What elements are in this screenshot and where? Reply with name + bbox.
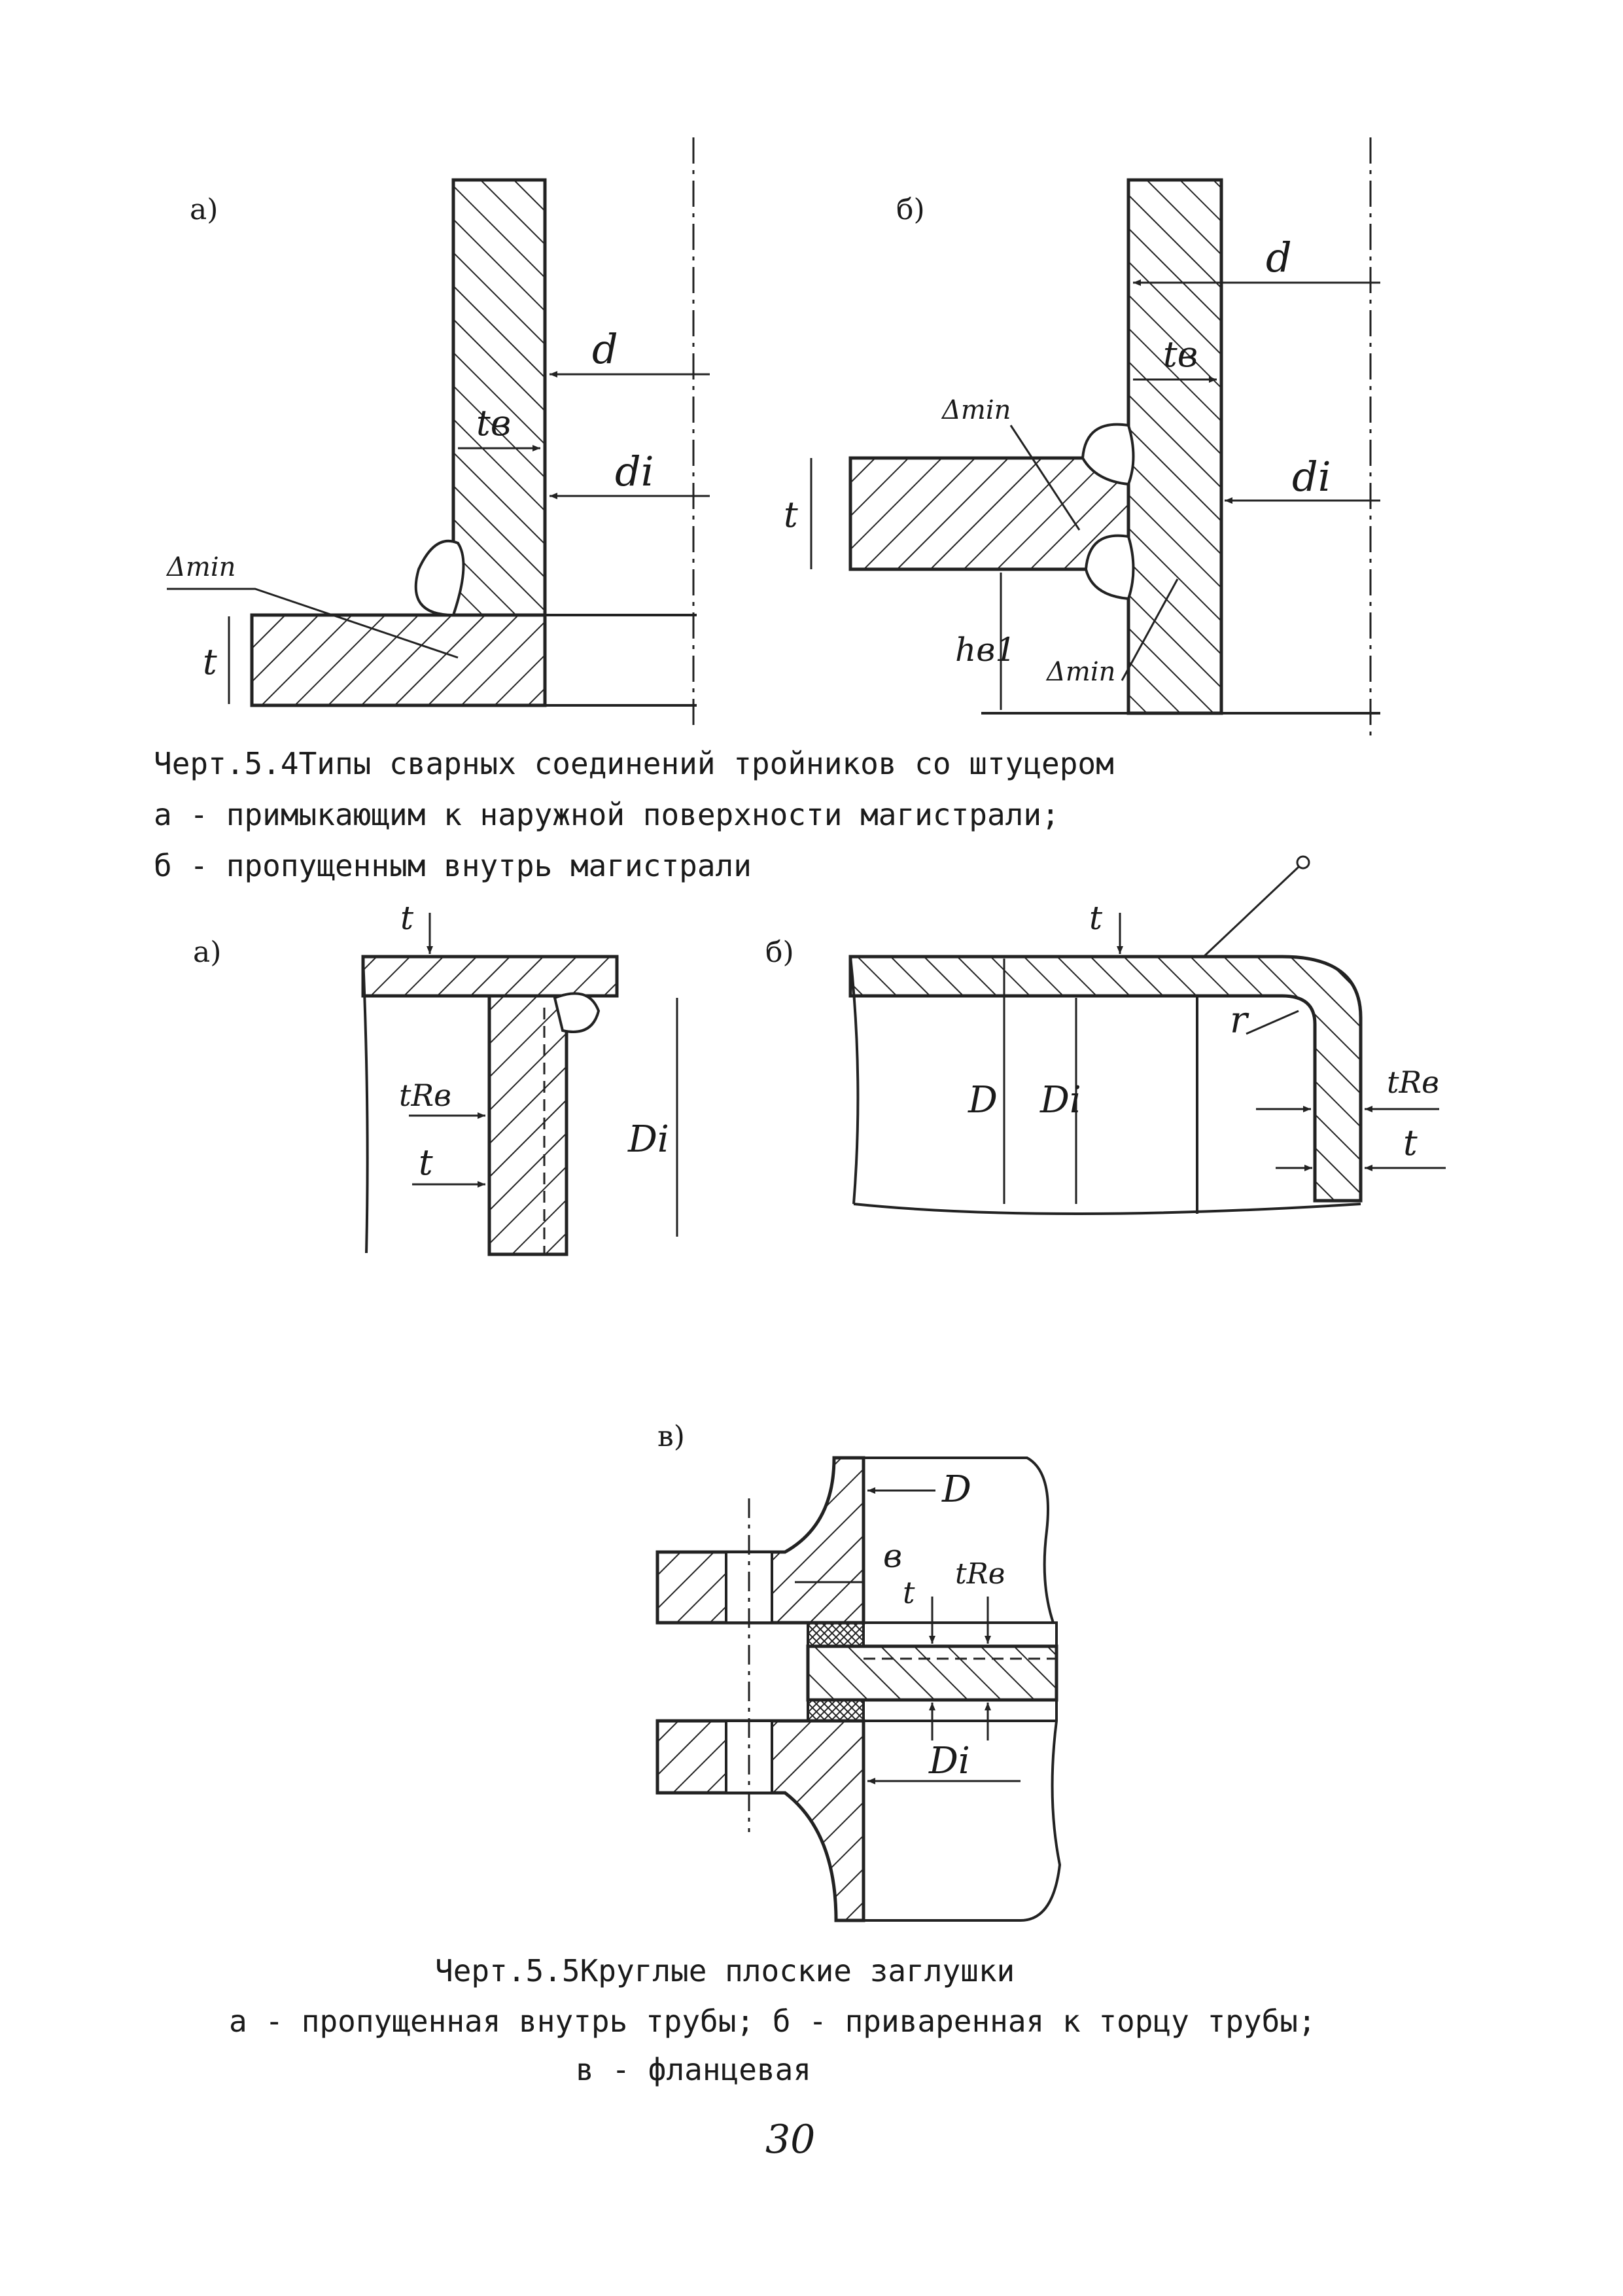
fig54-a-weld [414,539,465,617]
fig54-b-main-wall [848,456,1130,571]
fig55-b-pipe-edge [849,956,860,1205]
fig54-panel-a: а) d di tв Δmin t [166,137,710,726]
fig54-a-d-label: d [592,325,618,373]
fig55-b-d-label: D [968,1079,998,1122]
fig55-c-blind-plate [806,1644,1058,1702]
page-number: 30 [765,2117,816,2163]
fig54-caption-line2: а - примыкающим к наружной поверхности м… [154,797,1060,832]
fig55-c-di-label: Di [928,1740,970,1782]
fig55-b-di-label: Di [1039,1079,1081,1122]
fig55-c-trv-label: tRв [955,1557,1005,1591]
fig54-a-di-label: di [615,448,654,495]
fig55-b-r-label: r [1230,999,1249,1042]
fig54-b-tb-label: tв [1163,334,1198,375]
fig54-b-weld-top [1081,423,1135,486]
fig55-a-weld [553,992,601,1033]
fig55-b-t-top-label: t [1089,899,1103,937]
fig55-c-t-label: t [903,1575,915,1610]
fig54-b-letter: б) [896,193,925,226]
fig54-caption-line3: б - пропущенным внутрь магистрали [154,848,752,883]
fig55-caption-title: Круглые плоские заглушки [580,1953,1015,1988]
fig55-caption-line2: а - пропущенная внутрь трубы; б - привар… [229,2004,1316,2039]
fig54-a-t-label: t [203,641,217,682]
fig55-b-t-label: t [1403,1122,1418,1163]
fig54-b-dmin-top-leader [1009,425,1081,531]
fig55-a-wall [487,994,568,1256]
fig55-caption-prefix: Черт. [435,1953,526,1988]
fig55-c-gasket-bottom [807,1699,865,1722]
fig55-a-trb-label: tRв [399,1078,451,1113]
fig55-c-d-label: D [941,1468,971,1511]
fig54-b-branch-wall [1126,178,1223,715]
fig55-b-cap [848,955,1363,1203]
fig54-panel-b: б) d di tв Δmin Δmin t hв1 [784,137,1380,739]
fig54-caption-title: Типы сварных соединений тройников со шту… [298,746,1114,781]
fig55-caption-line3: в - фланцевая [576,2052,812,2087]
fig54-caption-prefix: Черт. [154,746,245,781]
fig54-caption-line1: Черт.5.4Типы сварных соединений тройнико… [154,746,1114,781]
fig55-b-weld-marker [1296,855,1310,870]
fig54-a-branch-wall [451,178,547,617]
fig55-caption-line1: Черт.5.5Круглые плоские заглушки [435,1953,1015,1988]
fig54-b-dmin-top-label: Δmin [941,395,1011,425]
fig55-c-gasket-top [807,1621,865,1648]
fig54-b-dmin-bottom-leader [1121,578,1179,681]
fig55-b-trb-label: tRв [1387,1065,1439,1100]
fig55-a-pipe-edge [362,958,369,1254]
fig54-caption-number: 5.4 [244,746,299,781]
fig55-c-lower-flange [655,1719,865,1922]
fig54-b-hb1-label: hв1 [955,631,1016,669]
fig55-panel-a: а) t tRв t Di [193,899,678,1256]
fig55-c-letter: в) [657,1420,685,1453]
fig55-a-plate [361,955,619,998]
fig55-a-t-top-label: t [400,899,414,937]
fig55-b-r-leader [1246,1010,1299,1035]
fig54-b-dmin-bottom-label: Δmin [1045,657,1115,687]
fig55-panel-c: в) D в t tRв Di [655,1420,1062,1922]
fig54-b-di-label: di [1292,453,1331,501]
fig54-a-letter: а) [190,193,218,226]
fig54-b-d-label: d [1266,234,1292,281]
fig54-b-weld-bottom [1084,534,1135,601]
fig55-a-t-inner-label: t [419,1142,433,1183]
fig55-c-b-label: в [883,1537,902,1575]
fig55-panel-b: б) t D Di r tRв t [765,855,1446,1215]
fig55-a-letter: а) [193,936,221,969]
fig54-a-dmin-label: Δmin [166,552,236,582]
fig54-a-tb-label: tв [476,402,511,444]
fig55-b-bottom-edge [853,1203,1361,1215]
fig55-a-di-label: Di [627,1118,669,1161]
fig54-b-t-label: t [784,494,798,535]
fig55-b-weld-leader [1202,866,1300,958]
fig55-caption-number: 5.5 [525,1953,580,1988]
fig54-a-main-wall [250,613,547,707]
fig55-b-letter: б) [765,936,794,969]
fig54-a-dmin-leader [167,588,459,659]
